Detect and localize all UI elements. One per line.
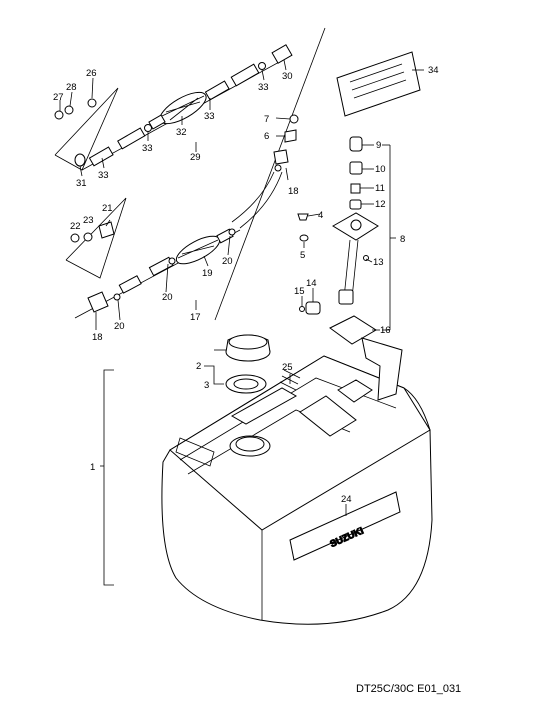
label-9: 9 [376, 140, 381, 151]
warning-label-34 [336, 51, 421, 117]
label-22: 22 [70, 221, 81, 232]
label-33a: 33 [258, 82, 269, 93]
label-5: 5 [300, 250, 305, 261]
label-14: 14 [306, 278, 317, 289]
label-27: 27 [53, 92, 64, 103]
fuel-tank-body [161, 337, 433, 625]
label-8: 8 [400, 234, 405, 245]
label-6: 6 [264, 131, 269, 142]
label-12: 12 [375, 199, 386, 210]
part-labels: 1 2 3 4 5 6 7 8 9 10 11 12 13 14 15 16 1… [53, 65, 439, 505]
label-30: 30 [282, 71, 293, 82]
label-2: 2 [196, 361, 201, 372]
fuel-gauge-assembly [299, 136, 379, 345]
label-33b: 33 [204, 111, 215, 122]
label-24: 24 [341, 494, 352, 505]
label-29: 29 [190, 152, 201, 163]
diagram-code: DT25C/30C E01_031 [356, 683, 462, 695]
label-13: 13 [373, 257, 384, 268]
fuel-cap [225, 334, 271, 394]
label-28: 28 [66, 82, 77, 93]
upper-hose-assembly [54, 44, 293, 171]
fuel-hose-18 [231, 149, 289, 229]
label-11: 11 [375, 183, 385, 194]
label-20b: 20 [162, 292, 173, 303]
label-3: 3 [204, 380, 209, 391]
label-1: 1 [90, 462, 95, 473]
label-34: 34 [428, 65, 439, 76]
label-7: 7 [264, 114, 269, 125]
label-21: 21 [102, 203, 113, 214]
label-23: 23 [83, 215, 94, 226]
label-15: 15 [294, 286, 305, 297]
label-18a: 18 [288, 186, 299, 197]
label-19: 19 [202, 268, 213, 279]
label-16: 16 [380, 325, 391, 336]
label-25: 25 [282, 362, 293, 373]
leader-lines [59, 59, 424, 516]
label-20a: 20 [222, 256, 233, 267]
label-18b: 18 [92, 332, 103, 343]
lower-hose-assembly [65, 197, 241, 319]
screw-and-washer [297, 213, 309, 242]
label-33d: 33 [98, 170, 109, 181]
elbow-fitting [284, 114, 299, 143]
label-32: 32 [176, 127, 187, 138]
label-31: 31 [76, 178, 87, 189]
label-10: 10 [375, 164, 386, 175]
label-20c: 20 [114, 321, 125, 332]
label-33c: 33 [142, 143, 153, 154]
label-26: 26 [86, 68, 97, 79]
label-4: 4 [318, 210, 323, 221]
label-17: 17 [190, 312, 201, 323]
